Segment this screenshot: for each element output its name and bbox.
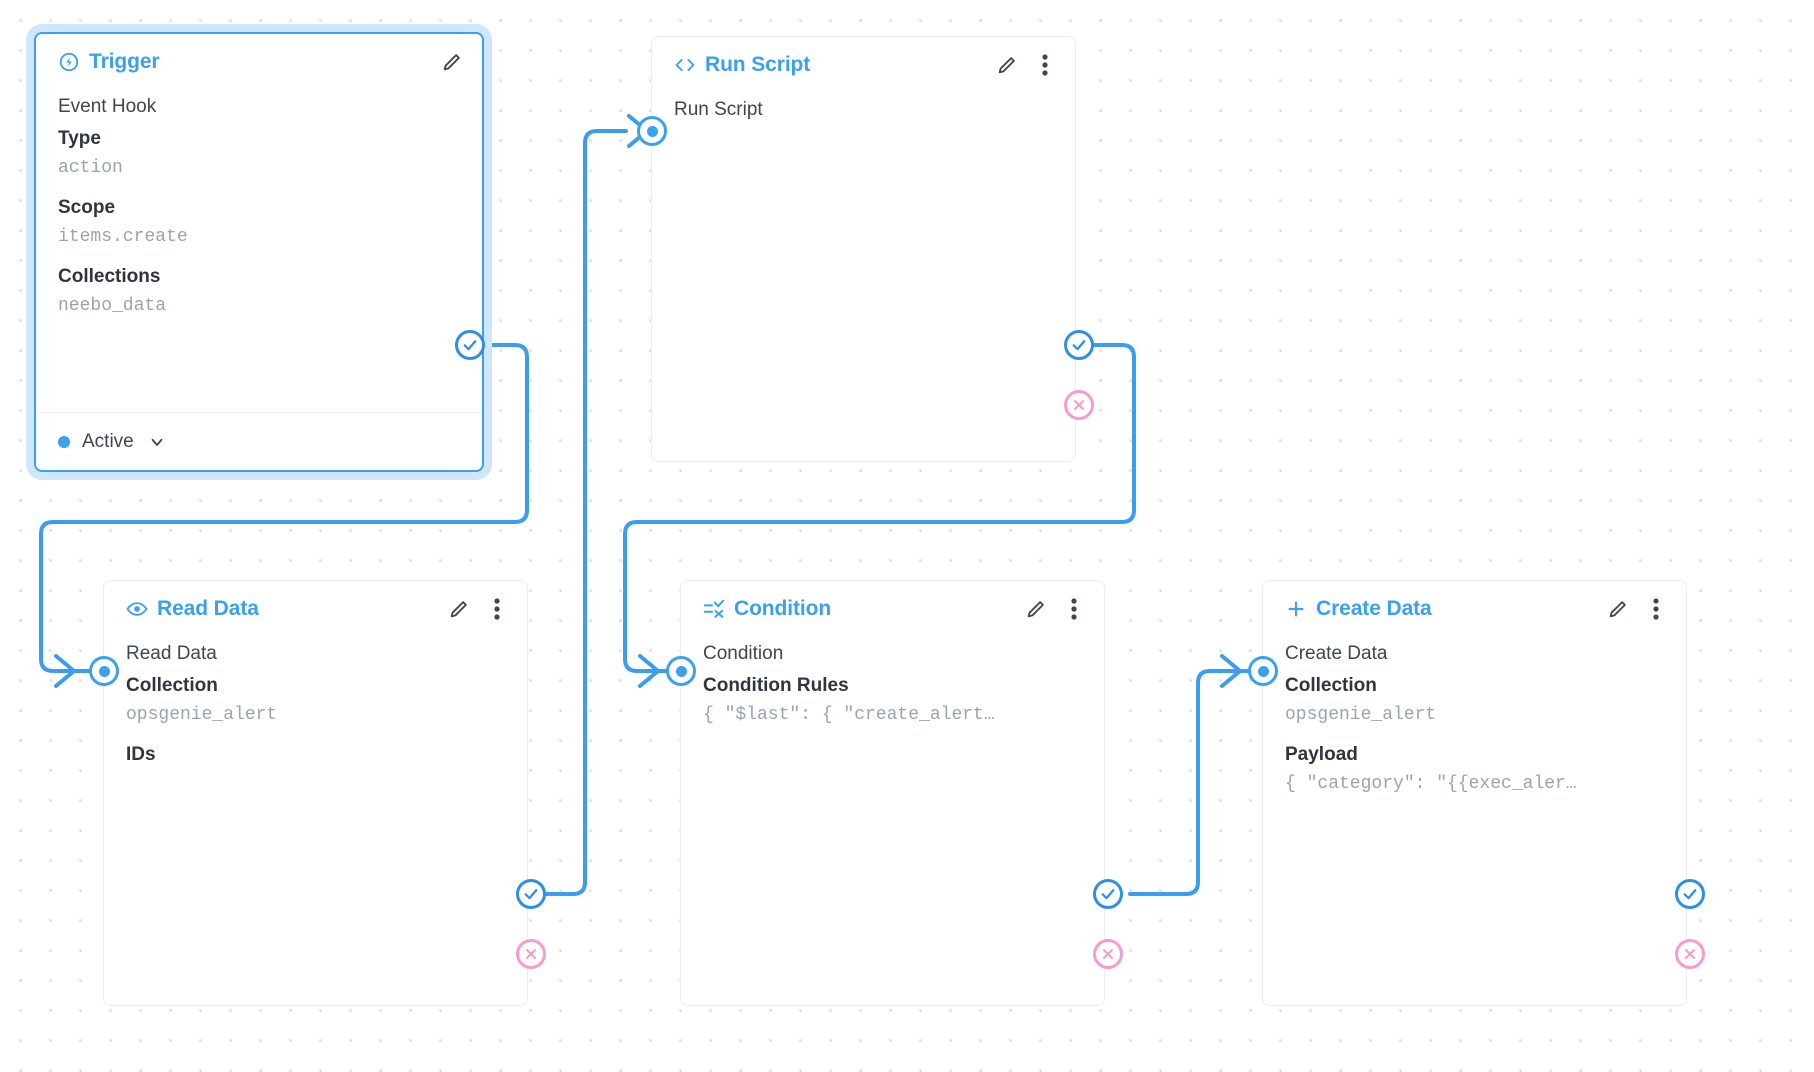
field-value-collections: neebo_data [58, 296, 167, 316]
node-create-data-body: Create Data Collection opsgenie_alert Pa… [1263, 637, 1686, 799]
node-condition[interactable]: Condition Condition Condition Rules { "$… [680, 580, 1105, 1006]
node-run-script-header: Run Script [652, 37, 1075, 93]
field-label-payload: Payload [1285, 744, 1358, 765]
node-trigger-actions [440, 50, 464, 74]
code-brackets-icon [674, 54, 696, 76]
field-label-condition-rules: Condition Rules [703, 675, 849, 696]
pencil-icon[interactable] [1606, 597, 1630, 621]
arrowhead-condition [638, 654, 660, 688]
chevron-down-icon [148, 433, 166, 451]
status-badge: Active [82, 430, 134, 452]
node-condition-actions [1024, 597, 1086, 621]
edge-condition-to-create-data [1128, 669, 1250, 896]
node-read-data-actions [447, 597, 509, 621]
node-run-script-actions [995, 53, 1057, 77]
field-label-collection: Collection [1285, 675, 1377, 696]
condition-reject-port[interactable] [1093, 939, 1123, 969]
bolt-circle-icon [58, 51, 80, 73]
filter-check-icon [703, 598, 725, 620]
trigger-status-dropdown[interactable]: Active [36, 412, 482, 470]
eye-icon [126, 598, 148, 620]
more-options-icon[interactable] [1033, 53, 1057, 77]
pencil-icon[interactable] [440, 50, 464, 74]
field-value-payload: { "category": "{{exec_aler… [1285, 774, 1577, 794]
node-create-data-row-name: Create Data [1285, 643, 1388, 664]
node-read-data-title: Read Data [126, 597, 259, 621]
more-options-icon[interactable] [1644, 597, 1668, 621]
pencil-icon[interactable] [1024, 597, 1048, 621]
node-create-data-actions [1606, 597, 1668, 621]
more-options-icon[interactable] [485, 597, 509, 621]
more-options-icon[interactable] [1062, 597, 1086, 621]
edge-read-data-to-run-script [543, 129, 628, 896]
node-run-script-title: Run Script [674, 53, 810, 77]
run-script-input-port[interactable] [637, 116, 667, 146]
create-data-reject-port[interactable] [1675, 939, 1705, 969]
node-create-data-title-text: Create Data [1316, 597, 1432, 620]
plus-icon [1285, 598, 1307, 620]
read-data-input-port[interactable] [89, 656, 119, 686]
condition-resolve-port[interactable] [1093, 879, 1123, 909]
node-run-script-row-name: Run Script [674, 99, 763, 120]
node-create-data-header: Create Data [1263, 581, 1686, 637]
node-run-script-title-text: Run Script [705, 53, 811, 76]
field-value-condition-rules: { "$last": { "create_alert… [703, 705, 995, 725]
field-label-ids: IDs [126, 744, 156, 765]
create-data-resolve-port[interactable] [1675, 879, 1705, 909]
arrowhead-read-data [54, 654, 76, 688]
node-run-script-body: Run Script [652, 93, 1075, 125]
create-data-input-port[interactable] [1248, 656, 1278, 686]
node-create-data-title: Create Data [1285, 597, 1432, 621]
node-read-data-header: Read Data [104, 581, 527, 637]
node-condition-header: Condition [681, 581, 1104, 637]
node-trigger-row-name: Event Hook [58, 96, 157, 117]
field-label-collection: Collection [126, 675, 218, 696]
run-script-reject-port[interactable] [1064, 390, 1094, 420]
node-read-data-title-text: Read Data [157, 597, 259, 620]
node-condition-title-text: Condition [734, 597, 832, 620]
field-label-collections: Collections [58, 266, 161, 287]
field-label-type: Type [58, 128, 101, 149]
field-value-collection: opsgenie_alert [1285, 705, 1437, 725]
run-script-resolve-port[interactable] [1064, 330, 1094, 360]
node-read-data-body: Read Data Collection opsgenie_alert IDs [104, 637, 527, 770]
field-value-type: action [58, 158, 123, 178]
node-condition-row-name: Condition [703, 643, 784, 664]
condition-input-port[interactable] [666, 656, 696, 686]
node-read-data[interactable]: Read Data Read Data Collection opsgenie_… [103, 580, 528, 1006]
arrowhead-create-data [1220, 654, 1242, 688]
status-dot-icon [58, 435, 70, 448]
node-condition-body: Condition Condition Rules { "$last": { "… [681, 637, 1104, 730]
node-trigger-title-text: Trigger [89, 50, 160, 73]
pencil-icon[interactable] [995, 53, 1019, 77]
trigger-resolve-port[interactable] [455, 330, 485, 360]
node-trigger-title: Trigger [58, 50, 160, 74]
read-data-resolve-port[interactable] [516, 879, 546, 909]
field-label-scope: Scope [58, 197, 116, 218]
field-value-collection: opsgenie_alert [126, 705, 278, 725]
field-value-scope: items.create [58, 227, 188, 247]
node-run-script[interactable]: Run Script Run Script [651, 36, 1076, 462]
node-condition-title: Condition [703, 597, 831, 621]
node-trigger-header: Trigger [36, 34, 482, 90]
node-create-data[interactable]: Create Data Create Data Collection opsge… [1262, 580, 1687, 1006]
pencil-icon[interactable] [447, 597, 471, 621]
read-data-reject-port[interactable] [516, 939, 546, 969]
node-read-data-row-name: Read Data [126, 643, 217, 664]
node-trigger-body: Event Hook Type action Scope items.creat… [36, 90, 482, 321]
node-trigger[interactable]: Trigger Event Hook Type action Scope ite… [34, 32, 484, 472]
